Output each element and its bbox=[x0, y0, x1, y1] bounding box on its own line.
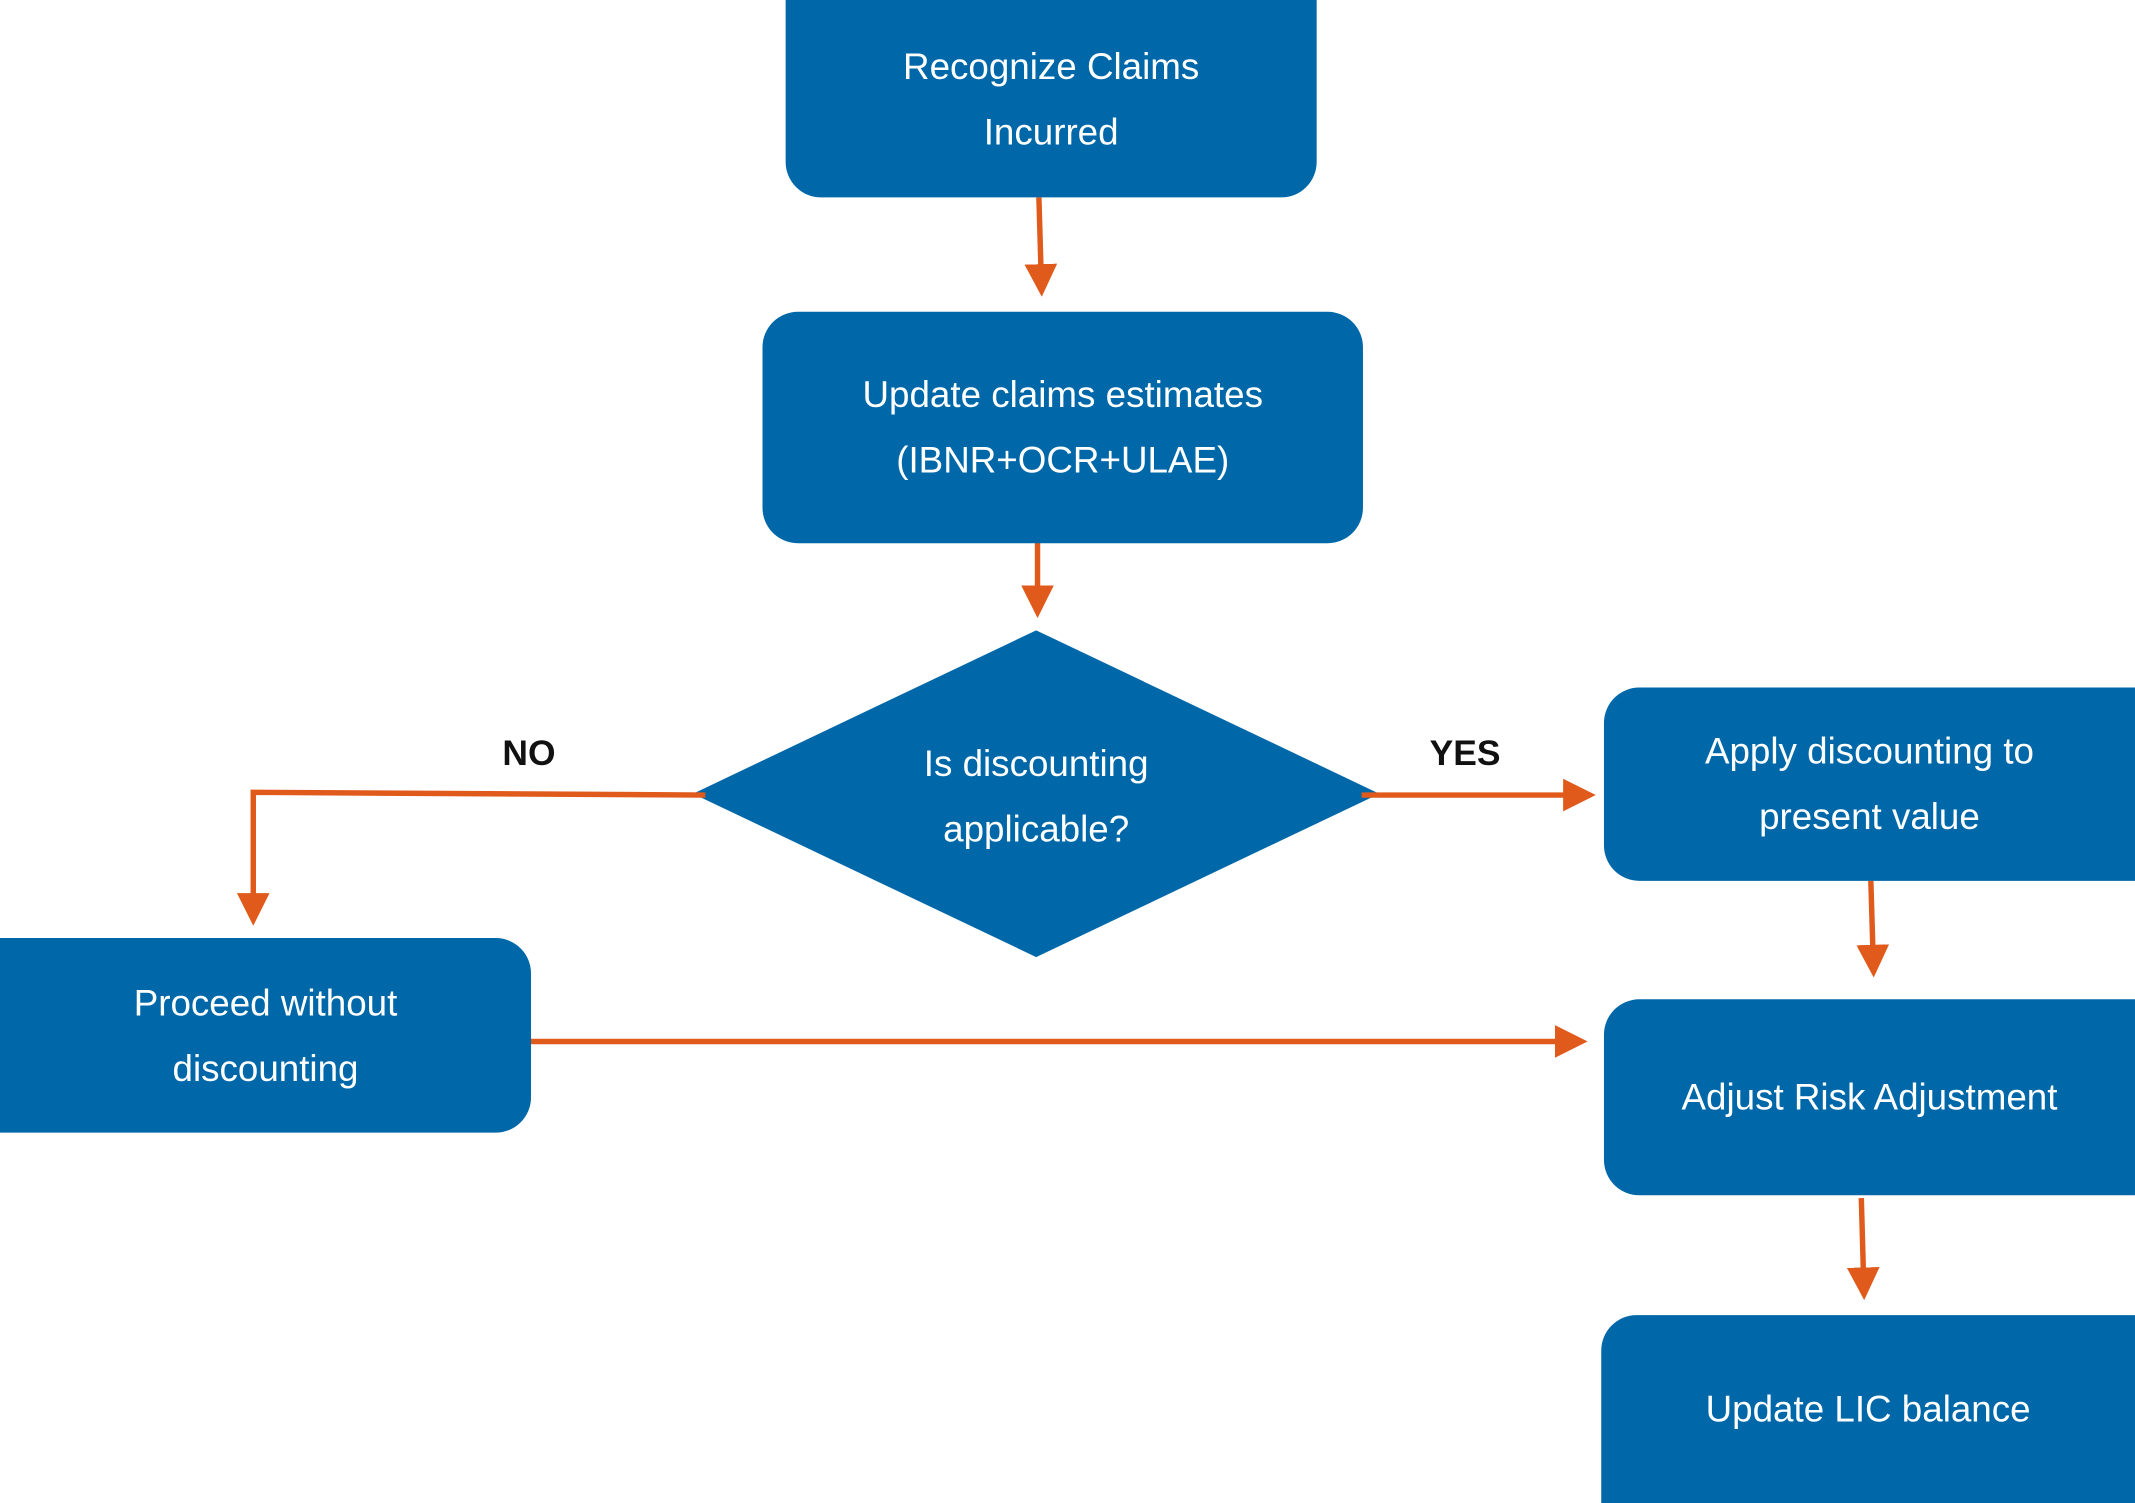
node-update-lic-balance-label: Update LIC balance bbox=[1705, 1388, 2031, 1430]
node-proceed-without-discounting: Proceed without discounting bbox=[0, 938, 532, 1133]
decision-label: Is discounting applicable? bbox=[923, 743, 1149, 850]
node-proceed-without-discounting-label: Proceed without discounting bbox=[133, 982, 398, 1089]
node-recognize-claims: Recognize Claims Incurred bbox=[785, 0, 1317, 198]
node-update-claims-estimates-label: Update claims estimates (IBNR+OCR+ULAE) bbox=[862, 374, 1263, 481]
arrow-adjust-to-lic bbox=[1846, 1197, 1880, 1301]
branch-label-yes: YES bbox=[1429, 732, 1501, 774]
arrow-decision-no bbox=[236, 789, 706, 926]
node-apply-discounting: Apply discounting to present value bbox=[1603, 687, 2135, 881]
node-update-lic-balance: Update LIC balance bbox=[1601, 1315, 2135, 1503]
node-adjust-risk-adjustment-label: Adjust Risk Adjustment bbox=[1681, 1076, 2058, 1118]
node-apply-discounting-label: Apply discounting to present value bbox=[1704, 731, 2034, 838]
arrow-recognize-to-update bbox=[1024, 197, 1058, 297]
arrow-apply-to-adjust bbox=[1856, 880, 1890, 978]
node-update-claims-estimates: Update claims estimates (IBNR+OCR+ULAE) bbox=[762, 311, 1363, 544]
node-recognize-claims-label: Recognize Claims Incurred bbox=[903, 45, 1200, 152]
node-adjust-risk-adjustment: Adjust Risk Adjustment bbox=[1603, 999, 2135, 1196]
branch-label-no: NO bbox=[502, 732, 556, 774]
